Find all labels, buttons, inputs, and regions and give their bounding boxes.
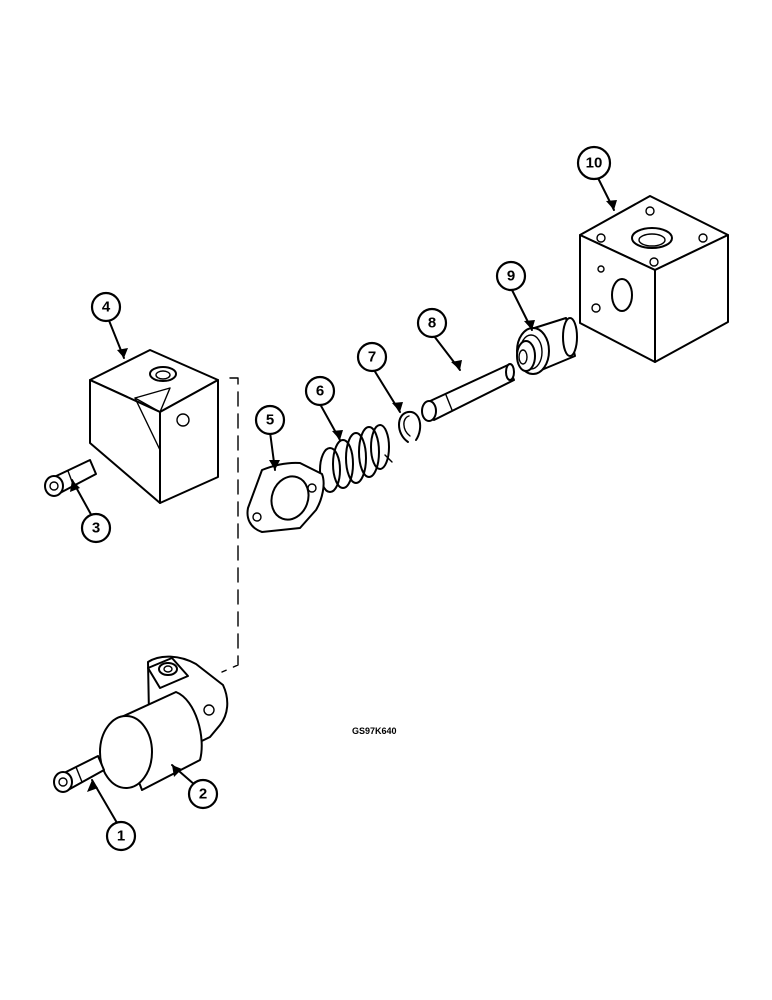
callout-6-label: 6	[316, 383, 324, 400]
part-9-piston	[516, 317, 578, 375]
part-2-end-cap	[99, 655, 229, 791]
callout-2-label: 2	[199, 786, 207, 803]
arrowhead-7	[392, 402, 403, 412]
callout-2: 2	[187, 778, 219, 810]
arrowhead-5	[269, 460, 280, 470]
part-3-cap-screw	[44, 459, 97, 497]
arrowhead-3	[70, 480, 80, 492]
arrowhead-2	[172, 765, 182, 777]
arrowhead-8	[451, 360, 462, 370]
callout-1: 1	[105, 820, 137, 852]
leader-lines	[70, 175, 617, 829]
callout-10-label: 10	[586, 155, 603, 172]
part-5-gasket	[246, 461, 325, 533]
callout-7-label: 7	[368, 349, 376, 366]
callout-8-label: 8	[428, 315, 436, 332]
callout-7: 7	[356, 341, 388, 373]
callout-10: 10	[576, 145, 612, 181]
callout-3-label: 3	[92, 520, 100, 537]
part-1-cap-screw	[53, 755, 105, 793]
arrowhead-6	[332, 430, 343, 440]
callout-4-label: 4	[102, 299, 111, 316]
callout-3: 3	[80, 512, 112, 544]
part-7-snap-ring	[398, 410, 422, 443]
arrowhead-10	[606, 200, 617, 210]
callout-6: 6	[304, 375, 336, 407]
figure-reference-code: GS97K640	[352, 726, 397, 736]
callout-5-label: 5	[266, 412, 274, 429]
assembly-dashed-line	[221, 377, 239, 673]
part-8-plunger	[421, 363, 515, 422]
callout-9: 9	[495, 260, 527, 292]
callout-4: 4	[90, 291, 122, 323]
part-6-spring	[319, 424, 393, 493]
part-4-cover	[89, 349, 219, 504]
callout-1-label: 1	[117, 828, 125, 845]
callout-9-label: 9	[507, 268, 515, 285]
arrowhead-4	[117, 348, 128, 358]
part-10-valve-body	[579, 195, 729, 363]
callout-8: 8	[416, 307, 448, 339]
arrowhead-9	[524, 320, 535, 330]
callout-5: 5	[254, 404, 286, 436]
arrowhead-1	[87, 780, 98, 792]
